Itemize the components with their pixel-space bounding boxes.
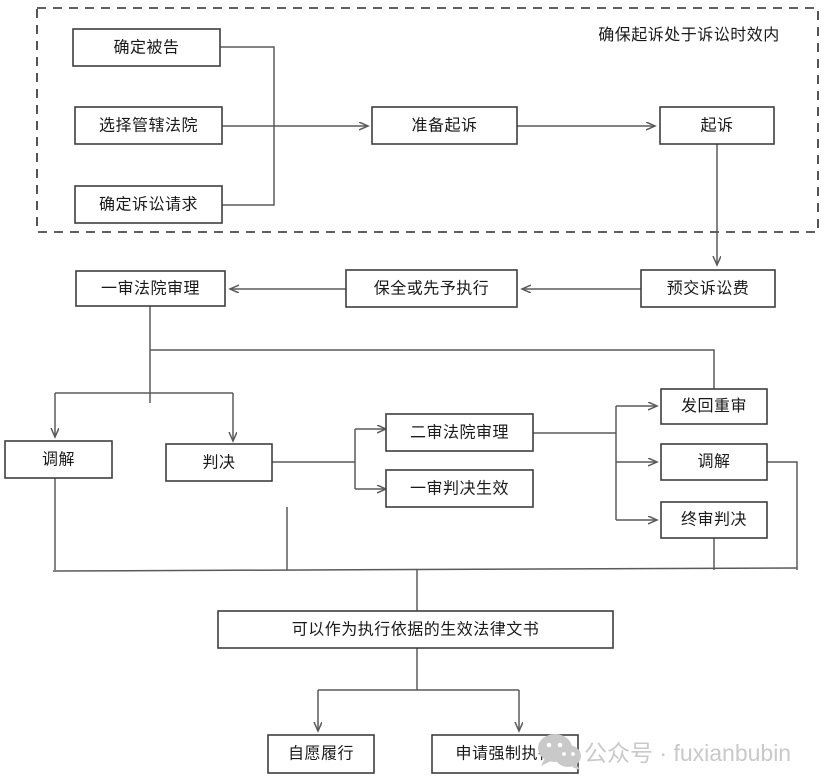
node-second-trial[interactable]: 二审法院审理 [385,413,534,452]
node-first-effective[interactable]: 一审判决生效 [385,469,534,508]
node-mediation-left-label: 调解 [42,451,75,469]
edge-defendant-to-junction [220,46,275,126]
node-court-label: 选择管辖法院 [99,117,198,135]
watermark: 公众号 · fuxianbubin [538,734,791,770]
node-mediation-right[interactable]: 调解 [660,443,768,481]
node-final-judgment[interactable]: 终审判决 [660,501,768,539]
watermark-label: 公众号 · fuxianbubin [584,740,791,766]
wechat-icon [538,734,581,770]
node-preserve-label: 保全或先予执行 [374,280,490,298]
node-sue-label: 起诉 [700,117,733,135]
node-second-trial-label: 二审法院审理 [410,424,509,442]
node-defendant-label: 确定被告 [113,39,179,57]
edge-remand-back-to-first-trial [150,349,715,392]
node-remand-label: 发回重审 [681,397,747,415]
node-prepare[interactable]: 准备起诉 [371,106,518,145]
node-voluntary-label: 自愿履行 [288,745,354,763]
pre-filing-group-box [36,7,819,233]
node-first-trial[interactable]: 一审法院审理 [75,270,226,307]
edge-collector-bus [52,567,798,572]
node-enforceable-doc[interactable]: 可以作为执行依据的生效法律文书 [217,610,614,649]
node-voluntary[interactable]: 自愿履行 [267,734,375,774]
node-first-trial-label: 一审法院审理 [101,280,200,298]
node-fee[interactable]: 预交诉讼费 [640,269,776,308]
node-judgment[interactable]: 判决 [165,443,273,482]
node-claims-label: 确定诉讼请求 [99,196,198,214]
node-claims[interactable]: 确定诉讼请求 [74,185,223,224]
node-fee-label: 预交诉讼费 [667,280,750,298]
node-judgment-label: 判决 [202,454,235,472]
node-enforceable-doc-label: 可以作为执行依据的生效法律文书 [292,621,540,639]
node-defendant[interactable]: 确定被告 [72,28,221,67]
edge-claims-to-junction [222,126,275,206]
node-sue[interactable]: 起诉 [659,106,775,145]
group-note-label: 确保起诉处于诉讼时效内 [598,26,780,44]
node-court[interactable]: 选择管辖法院 [74,106,223,145]
node-mediation-right-label: 调解 [697,453,730,471]
node-compulsory-label: 申请强制执行 [455,745,554,763]
node-remand[interactable]: 发回重审 [660,388,768,425]
node-first-effective-label: 一审判决生效 [410,480,509,498]
node-preserve[interactable]: 保全或先予执行 [345,269,518,308]
node-mediation-left[interactable]: 调解 [4,440,113,479]
node-final-judgment-label: 终审判决 [681,511,747,529]
edge-mediation-right-down [767,461,798,570]
node-prepare-label: 准备起诉 [411,117,477,135]
